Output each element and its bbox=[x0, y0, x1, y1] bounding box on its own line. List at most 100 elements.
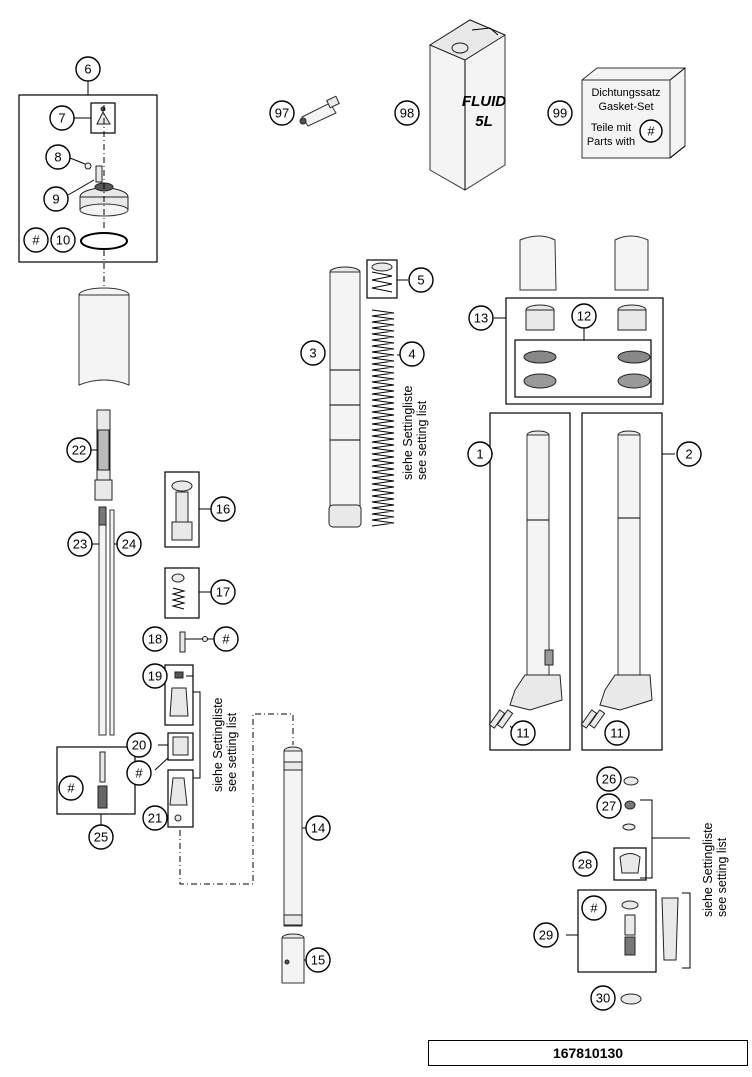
callout-26: 26 bbox=[596, 766, 622, 792]
part-11-bolts-right bbox=[580, 709, 606, 729]
svg-text:15: 15 bbox=[311, 953, 325, 968]
svg-text:6: 6 bbox=[84, 62, 91, 77]
part-18-needle bbox=[179, 631, 214, 653]
svg-text:9: 9 bbox=[52, 192, 59, 207]
callout-24: 24 bbox=[116, 531, 142, 557]
setting-note-line2: see setting list bbox=[225, 712, 239, 792]
callout-11-left: 11 bbox=[510, 720, 536, 746]
svg-text:#: # bbox=[135, 766, 143, 781]
callout-27: 27 bbox=[596, 793, 622, 819]
setting-bracket-left bbox=[193, 691, 201, 779]
part-11-bolts-left bbox=[488, 709, 514, 729]
svg-text:11: 11 bbox=[516, 726, 530, 741]
callout-13: 13 bbox=[468, 305, 494, 331]
callout-22: 22 bbox=[66, 437, 92, 463]
part-23-damper-rod bbox=[92, 506, 107, 736]
svg-text:5: 5 bbox=[417, 273, 424, 288]
callout-hash-18: # bbox=[213, 626, 239, 652]
callout-hash-20: # bbox=[126, 760, 152, 786]
setting-note-line1: siehe Settingliste bbox=[401, 385, 415, 480]
svg-text:18: 18 bbox=[148, 632, 162, 647]
part-98-fluid-can: FLUID 5L bbox=[428, 19, 506, 191]
svg-text:12: 12 bbox=[577, 309, 591, 324]
group-12-box bbox=[514, 328, 652, 398]
callout-21: 21 bbox=[142, 805, 168, 831]
svg-text:30: 30 bbox=[596, 991, 610, 1006]
document-number: 167810130 bbox=[428, 1040, 748, 1066]
routing-line bbox=[179, 713, 294, 885]
callout-19: 19 bbox=[142, 663, 168, 689]
svg-text:23: 23 bbox=[73, 537, 87, 552]
svg-text:20: 20 bbox=[132, 738, 146, 753]
svg-text:98: 98 bbox=[400, 106, 414, 121]
callout-97: 97 bbox=[269, 100, 295, 126]
gasket-box-line4: Parts with bbox=[587, 136, 635, 148]
callout-9: 9 bbox=[43, 186, 69, 212]
svg-text:#: # bbox=[67, 781, 75, 796]
part-8-screw bbox=[69, 157, 92, 170]
part-19-shim-stack bbox=[164, 664, 194, 726]
svg-text:28: 28 bbox=[578, 857, 592, 872]
callout-12: 12 bbox=[571, 303, 597, 329]
callout-hash-25: # bbox=[58, 775, 84, 801]
outer-tube-stub bbox=[78, 250, 130, 386]
part-29-shim-stack bbox=[661, 892, 691, 969]
part-15-end-piece bbox=[281, 933, 306, 984]
svg-text:17: 17 bbox=[216, 585, 230, 600]
callout-28: 28 bbox=[572, 851, 598, 877]
svg-text:25: 25 bbox=[94, 830, 108, 845]
svg-text:26: 26 bbox=[602, 772, 616, 787]
setting-note-shims-left: siehe Settingliste see setting list bbox=[211, 697, 239, 792]
setting-note-line2: see setting list bbox=[415, 400, 429, 480]
part-9-adjuster bbox=[67, 165, 103, 196]
upper-seals-preview bbox=[519, 235, 649, 291]
fluid-volume-label: 5L bbox=[475, 113, 493, 130]
svg-text:22: 22 bbox=[72, 443, 86, 458]
part-16-piston bbox=[164, 471, 211, 548]
part-97-grease-tube bbox=[299, 95, 340, 127]
callout-30: 30 bbox=[590, 985, 616, 1011]
gasket-box-line2: Gasket-Set bbox=[598, 101, 653, 113]
callout-18: 18 bbox=[142, 626, 168, 652]
part-17-spring bbox=[164, 567, 211, 619]
callout-hash-99: # bbox=[639, 119, 663, 143]
callout-8: 8 bbox=[45, 144, 71, 170]
callout-hash-10: # bbox=[23, 227, 49, 253]
gasket-box-line1: Dichtungssatz bbox=[591, 87, 660, 99]
svg-text:24: 24 bbox=[122, 537, 136, 552]
svg-text:27: 27 bbox=[602, 799, 616, 814]
callout-5: 5 bbox=[408, 267, 434, 293]
svg-text:14: 14 bbox=[311, 821, 325, 836]
svg-text:99: 99 bbox=[553, 106, 567, 121]
callout-4: 4 bbox=[399, 341, 425, 367]
callout-23: 23 bbox=[67, 531, 93, 557]
part-3-inner-tube bbox=[328, 266, 362, 528]
part-2-fork-leg bbox=[581, 412, 675, 751]
group-6-box bbox=[18, 82, 158, 263]
svg-text:4: 4 bbox=[408, 347, 415, 362]
callout-2: 2 bbox=[676, 441, 702, 467]
callout-20: 20 bbox=[126, 732, 152, 758]
setting-note-line2: see setting list bbox=[715, 837, 729, 917]
fluid-label: FLUID bbox=[462, 93, 506, 110]
group-29-box bbox=[566, 889, 657, 973]
callout-6: 6 bbox=[75, 56, 101, 82]
part-1-fork-leg bbox=[489, 412, 571, 751]
svg-text:10: 10 bbox=[56, 233, 70, 248]
callout-25: 25 bbox=[88, 824, 114, 850]
svg-text:21: 21 bbox=[148, 811, 162, 826]
svg-text:97: 97 bbox=[275, 106, 289, 121]
setting-note-line1: siehe Settingliste bbox=[211, 697, 225, 792]
callout-7: 7 bbox=[49, 105, 75, 131]
svg-text:#: # bbox=[222, 632, 230, 647]
svg-text:#: # bbox=[32, 233, 40, 248]
part-5-spring-seat bbox=[366, 259, 408, 299]
part-30-bushing bbox=[620, 993, 642, 1005]
setting-note-fork-spring: siehe Settingliste see setting list bbox=[401, 385, 429, 480]
callout-3: 3 bbox=[300, 340, 326, 366]
svg-text:3: 3 bbox=[309, 346, 316, 361]
callout-17: 17 bbox=[210, 579, 236, 605]
svg-text:1: 1 bbox=[476, 447, 483, 462]
svg-text:7: 7 bbox=[58, 111, 65, 126]
